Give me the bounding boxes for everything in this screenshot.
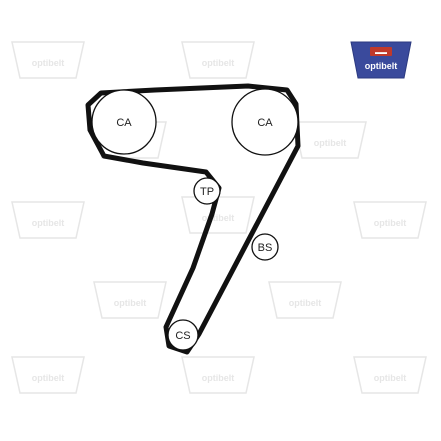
watermark-logo: optibelt: [11, 201, 85, 239]
pulley-label-bs: BS: [258, 242, 273, 254]
pulley-label-cs: CS: [175, 330, 190, 342]
pulley-tp: TP: [193, 177, 221, 205]
watermark-logo: optibelt: [353, 356, 427, 394]
watermark-logo: optibelt: [353, 201, 427, 239]
watermark-logo: optibelt: [181, 196, 255, 234]
pulley-ca-left: CA: [91, 89, 157, 155]
belt-path: [85, 83, 301, 355]
watermark-logo: optibelt: [93, 281, 167, 319]
pulley-label-tp: TP: [200, 186, 214, 198]
pulley-cs: CS: [167, 319, 199, 351]
watermark-text: optibelt: [32, 218, 65, 228]
watermark-text: optibelt: [202, 58, 235, 68]
watermark-text: optibelt: [374, 218, 407, 228]
watermark-text: optibelt: [202, 373, 235, 383]
watermark-layer: optibelt optibelt optibelt optibelt optibelt…: [11, 41, 427, 394]
watermark-logo: optibelt: [181, 356, 255, 394]
watermark-logo: optibelt: [293, 121, 367, 159]
watermark-logo: optibelt: [11, 41, 85, 79]
svg-text:▬▬: ▬▬: [375, 50, 387, 56]
watermark-text: optibelt: [32, 373, 65, 383]
watermark-text: optibelt: [314, 138, 347, 148]
watermark-logo: optibelt: [268, 281, 342, 319]
watermark-text: optibelt: [202, 213, 235, 223]
pulley-label-ca-left: CA: [116, 117, 132, 129]
pulley-ca-right: CA: [231, 88, 299, 156]
watermark-logo: optibelt: [11, 356, 85, 394]
watermark-text: optibelt: [32, 58, 65, 68]
pulley-label-ca-right: CA: [257, 117, 273, 129]
watermark-logo: optibelt: [181, 41, 255, 79]
pulley-bs: BS: [251, 233, 279, 261]
logo-text: optibelt: [365, 61, 398, 71]
watermark-text: optibelt: [289, 298, 322, 308]
optibelt-logo: ▬▬ optibelt: [350, 41, 412, 79]
watermark-text: optibelt: [374, 373, 407, 383]
watermark-text: optibelt: [114, 298, 147, 308]
